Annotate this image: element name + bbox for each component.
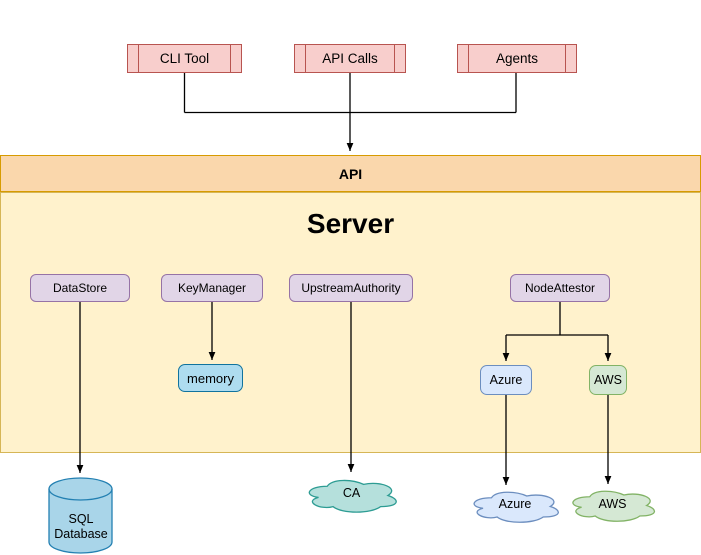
api-layer-label: API [338, 165, 363, 182]
node-nodeattestor: NodeAttestor [510, 274, 610, 302]
sql-database-cylinder [48, 477, 113, 554]
node-azure-attestor: Azure [480, 365, 532, 395]
sql-database-label: SQL Database [54, 512, 108, 541]
nodeattestor-label: NodeAttestor [524, 281, 596, 295]
node-cli-tool: CLI Tool [127, 44, 242, 73]
node-keymanager: KeyManager [161, 274, 263, 302]
node-api-calls: API Calls [294, 44, 406, 73]
upstreamauthority-label: UpstreamAuthority [301, 281, 401, 295]
azure-cloud-label: Azure [498, 497, 532, 511]
node-aws-attestor: AWS [589, 365, 627, 395]
node-datastore: DataStore [30, 274, 130, 302]
cli-tool-label: CLI Tool [159, 51, 210, 66]
server-title: Server [306, 208, 395, 239]
aws-cloud-label: AWS [598, 497, 627, 511]
aws-cloud-shape [572, 490, 655, 522]
azure-cloud-shape [473, 491, 559, 523]
sql-database-cylinder-rim [48, 488, 113, 501]
memory-label: memory [187, 370, 234, 386]
node-upstreamauthority: UpstreamAuthority [289, 274, 413, 302]
azure-attestor-label: Azure [489, 373, 523, 387]
ca-cloud-shape [308, 479, 397, 513]
aws-attestor-label: AWS [593, 373, 622, 387]
ca-cloud-label: CA [342, 486, 361, 500]
agents-label: Agents [495, 51, 539, 66]
node-memory: memory [178, 364, 243, 392]
node-agents: Agents [457, 44, 577, 73]
keymanager-label: KeyManager [177, 281, 247, 295]
api-layer-box: API [0, 155, 701, 192]
datastore-label: DataStore [52, 281, 108, 295]
api-calls-label: API Calls [322, 51, 378, 66]
edge-nodeattestor-stem [506, 302, 608, 336]
